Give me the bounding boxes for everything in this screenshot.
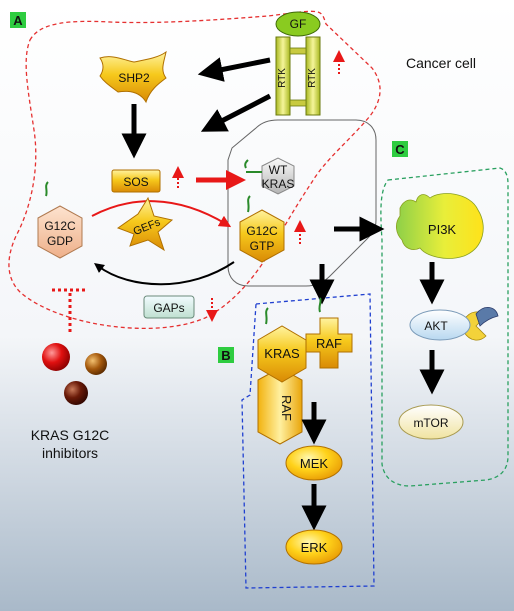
sos-node: SOS <box>111 169 161 193</box>
mek-label: MEK <box>300 456 329 471</box>
mtor-label: mTOR <box>413 416 448 430</box>
gf-ligand: GF <box>275 11 321 37</box>
panel-label-c: C <box>392 141 408 157</box>
g12c-gtp-label-line2: GTP <box>250 239 275 253</box>
shp2-label: SHP2 <box>118 71 150 85</box>
mtor-node: mTOR <box>398 404 464 440</box>
wt-kras-node: WT KRAS <box>244 157 295 195</box>
g12c-gtp-label-line1: G12C <box>246 224 278 238</box>
inhibitors-label-line1: KRAS G12C <box>31 427 110 443</box>
raf-right-label: RAF <box>316 336 342 351</box>
arrow-gdp-to-gtp <box>91 200 232 228</box>
inhibitor-ball-dark <box>64 381 88 405</box>
kras-label: KRAS <box>264 346 300 361</box>
svg-text:A: A <box>13 13 23 28</box>
kras-g12c-gtp-node: G12C GTP <box>239 195 285 263</box>
pi3k-node: PI3K <box>396 193 484 259</box>
akt-node: AKT <box>409 307 499 341</box>
gaps-label: GAPs <box>153 301 184 315</box>
sos-label: SOS <box>123 175 148 189</box>
g12c-gdp-label-line1: G12C <box>44 219 76 233</box>
panel-label-b: B <box>218 347 234 363</box>
mek-node: MEK <box>285 445 343 481</box>
raf-left-label: RAF <box>279 395 294 421</box>
gefs-node: GEFs <box>116 196 174 252</box>
ras-raf-pathway-box <box>241 293 375 589</box>
shp2-node: SHP2 <box>99 50 167 104</box>
g12c-gdp-label-line2: GDP <box>47 234 73 248</box>
rtk-receptor: RTK RTK <box>275 36 321 116</box>
arrow-rtk-to-shp2 <box>197 57 271 82</box>
inhibitors-label-line2: inhibitors <box>42 445 98 461</box>
inhibitor-ball-red <box>42 343 70 371</box>
arrow-rtk-to-sos <box>200 93 272 132</box>
pi3k-label: PI3K <box>428 222 457 237</box>
arrow-gtp-to-gdp <box>93 261 235 286</box>
kras-raf-complex: RAF KRAS RAF <box>257 297 353 445</box>
svg-text:B: B <box>221 348 230 363</box>
wt-kras-label-line2: KRAS <box>262 177 295 191</box>
inhibitor-molecules <box>42 343 107 405</box>
inhibitor-ball-brown <box>85 353 107 375</box>
inhibition-bar <box>52 288 88 332</box>
panel-label-a: A <box>10 12 26 28</box>
akt-label: AKT <box>424 319 448 333</box>
svg-text:C: C <box>395 142 405 157</box>
cancer-cell-boundary <box>8 10 381 330</box>
wt-kras-label-line1: WT <box>269 163 288 177</box>
rtk-right-label: RTK <box>307 68 318 88</box>
erk-label: ERK <box>301 540 328 555</box>
erk-node: ERK <box>285 529 343 565</box>
rtk-left-label: RTK <box>277 68 288 88</box>
gaps-node: GAPs <box>143 295 195 319</box>
gf-label: GF <box>290 17 307 31</box>
cancer-cell-label: Cancer cell <box>406 55 476 71</box>
kras-g12c-gdp-node: G12C GDP <box>37 181 83 259</box>
